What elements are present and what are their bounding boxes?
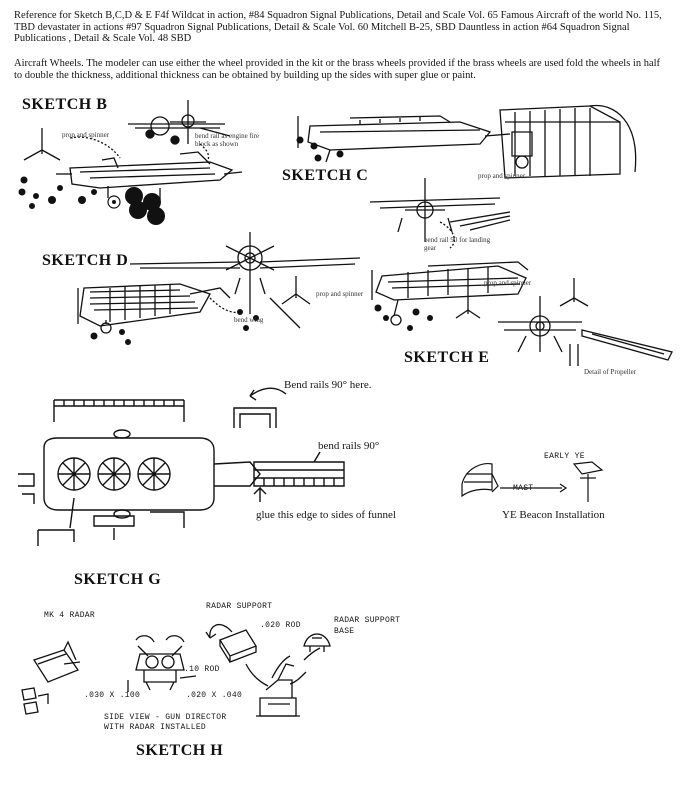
sketch-g-funnel-body (44, 438, 214, 510)
ye-beacon-drawing (452, 444, 622, 514)
sketch-d-note-wing: bend wing (234, 316, 264, 324)
sketch-c-note-gear: bend rail 90 for landing gear (424, 236, 491, 252)
dim-030-100-label: .030 X .100 (84, 691, 141, 700)
sketch-b-note-prop: prop and spinner (62, 131, 110, 139)
early-ye-label: EARLY YE (544, 452, 585, 461)
mk4-radar-label: MK 4 RADAR (44, 611, 96, 620)
dim-020-040-label: .020 X .040 (186, 691, 243, 700)
sketch-b-note-rail: bend rail as engine fire block as shown (195, 132, 260, 148)
sketch-e-title: SKETCH E (404, 349, 490, 366)
sketch-g-glue-label: glue this edge to sides of funnel (256, 509, 396, 521)
sketch-h-title: SKETCH H (136, 742, 224, 759)
ye-beacon-label: YE Beacon Installation (502, 509, 605, 521)
sketch-h-drawing (20, 620, 430, 730)
side-view-label-2: WITH RADAR INSTALLED (104, 723, 207, 732)
aircraft-wheels-paragraph: Aircraft Wheels. The modeler can use eit… (14, 58, 661, 81)
radar-support-label: RADAR SUPPORT (206, 602, 273, 611)
sketch-b-drawing (18, 88, 260, 225)
sketch-d-side-fuselage (80, 284, 210, 326)
sketch-c-title: SKETCH C (282, 167, 369, 184)
sketch-g-bend-arrow (250, 388, 286, 396)
sketch-g-rail-strip (254, 462, 344, 486)
sketch-g-drawing (14, 378, 434, 558)
side-view-label-1: SIDE VIEW - GUN DIRECTOR (104, 713, 227, 722)
sketch-e-note-prop: prop and spinner (484, 279, 532, 287)
mast-label: MAST (513, 484, 534, 493)
rod-10-label: .10 ROD (184, 665, 220, 674)
sketch-c-note-prop: prop and spinner (478, 172, 526, 180)
ye-beacon-dish (462, 464, 492, 496)
early-ye-antenna (574, 462, 602, 474)
sketch-d-note-prop: prop and spinner (316, 290, 364, 298)
sketch-e-side-fuselage (376, 266, 526, 300)
reference-paragraph: Reference for Sketch B,C,D & E F4f Wildc… (14, 10, 662, 44)
sketch-d-title: SKETCH D (42, 252, 129, 269)
sketch-c-fuselage-section (500, 106, 620, 178)
sketch-e-note-detail: Detail of Propeller (584, 368, 637, 376)
mk4-radar-drawing (34, 650, 78, 682)
sketch-b-side-fuselage (70, 162, 232, 188)
sketch-g-bend-rails-label: bend rails 90° (318, 440, 380, 452)
sketch-g-title: SKETCH G (74, 571, 162, 588)
rod-020-label: .020 ROD (260, 621, 301, 630)
gun-director-side-view (260, 698, 296, 716)
sketch-b-title: SKETCH B (22, 96, 108, 113)
sketch-c-drawing (296, 92, 670, 252)
radar-support-base-label-2: BASE (334, 627, 355, 636)
sketch-g-bend-here-label: Bend rails 90° here. (284, 379, 372, 391)
sketch-e-propeller-blade (582, 330, 672, 360)
sketch-c-side-fuselage (308, 122, 490, 150)
sketch-g-top-rail (54, 400, 184, 406)
sketch-d-drawing (70, 228, 370, 345)
radar-support-base-label: RADAR SUPPORT (334, 616, 401, 625)
sketch-e-drawing (368, 256, 678, 386)
radar-support-drawing (220, 630, 256, 656)
gun-director-front (136, 636, 154, 642)
radar-support-base-drawing (304, 634, 330, 646)
